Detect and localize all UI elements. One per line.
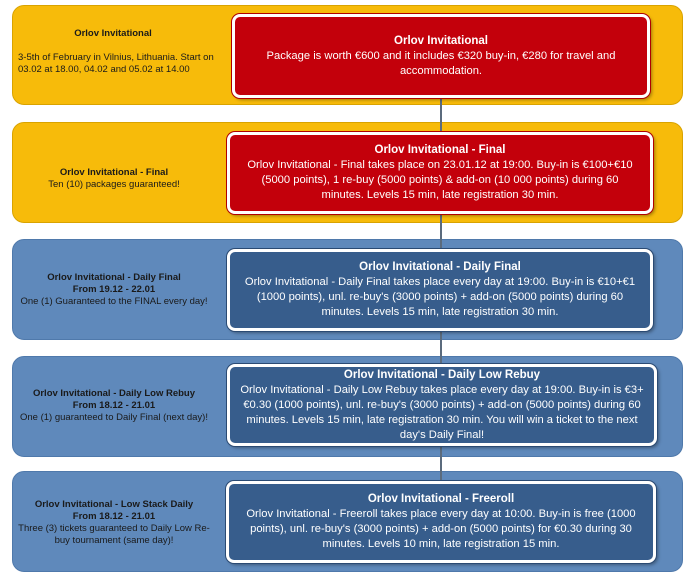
box-orlov-invitational: Orlov Invitational Package is worth €600… bbox=[232, 14, 650, 98]
side-label-final: Orlov Invitational - Final Ten (10) pack… bbox=[14, 167, 214, 191]
box-title: Orlov Invitational bbox=[394, 34, 488, 47]
box-text: Orlov Invitational - Final takes place o… bbox=[247, 159, 633, 201]
side-label-orlov-invitational: Orlov Invitational 3-5th of February in … bbox=[18, 28, 218, 76]
side-text: Three (3) tickets guaranteed to Daily Lo… bbox=[18, 523, 210, 546]
box-title: Orlov Invitational - Freeroll bbox=[367, 493, 515, 505]
side-title: Orlov Invitational bbox=[74, 28, 152, 39]
side-dates: From 19.12 - 22.01 bbox=[72, 284, 156, 295]
box-daily-low-rebuy: Orlov Invitational - Daily Low Rebuy Orl… bbox=[227, 364, 657, 446]
side-title: Orlov Invitational - Daily Low Rebuy bbox=[32, 388, 196, 399]
side-label-daily-final: Orlov Invitational - Daily Final From 19… bbox=[14, 272, 214, 308]
side-label-daily-low-rebuy: Orlov Invitational - Daily Low Rebuy Fro… bbox=[14, 388, 214, 424]
box-title: Orlov Invitational - Daily Final bbox=[359, 261, 521, 273]
box-text: Orlov Invitational - Daily Final takes p… bbox=[244, 276, 636, 318]
side-text: One (1) Guaranteed to the FINAL every da… bbox=[20, 296, 208, 307]
box-text: Orlov Invitational - Freeroll takes plac… bbox=[246, 508, 636, 550]
side-dates: From 18.12 - 21.01 bbox=[72, 511, 156, 522]
side-text: One (1) guaranteed to Daily Final (next … bbox=[20, 412, 208, 423]
box-title: Orlov Invitational - Daily Low Rebuy bbox=[343, 368, 541, 381]
side-text: Ten (10) packages guaranteed! bbox=[48, 179, 180, 190]
side-title: Orlov Invitational - Final bbox=[59, 167, 169, 178]
side-title: Orlov Invitational - Daily Final bbox=[47, 272, 181, 283]
box-text: Orlov Invitational - Daily Low Rebuy tak… bbox=[240, 383, 644, 441]
side-label-low-stack-daily: Orlov Invitational - Low Stack Daily Fro… bbox=[14, 499, 214, 547]
box-text: Package is worth €600 and it includes €3… bbox=[266, 49, 616, 77]
box-title: Orlov Invitational - Final bbox=[374, 144, 506, 156]
box-final: Orlov Invitational - Final Orlov Invitat… bbox=[227, 132, 653, 214]
side-dates: From 18.12 - 21.01 bbox=[72, 400, 156, 411]
box-daily-final: Orlov Invitational - Daily Final Orlov I… bbox=[227, 249, 653, 331]
side-title: Orlov Invitational - Low Stack Daily bbox=[34, 499, 194, 510]
box-freeroll: Orlov Invitational - Freeroll Orlov Invi… bbox=[226, 481, 656, 563]
side-text: 3-5th of February in Vilnius, Lithuania.… bbox=[18, 52, 214, 75]
